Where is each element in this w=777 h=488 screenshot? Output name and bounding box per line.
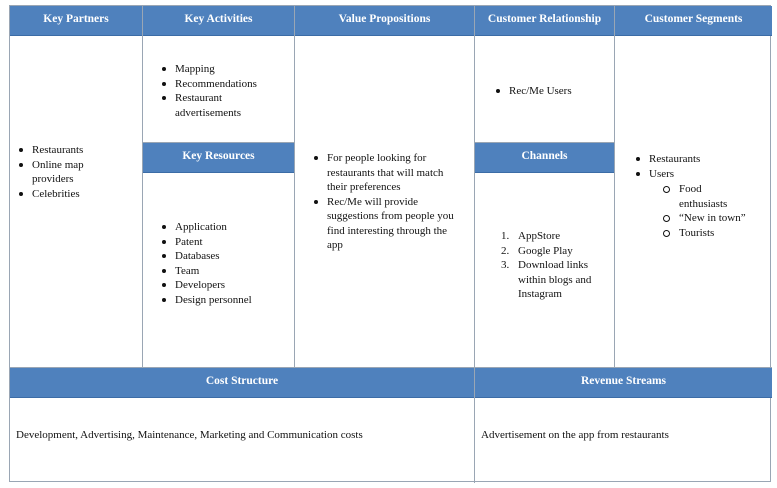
customer-relationship-list: Rec/Me Users xyxy=(487,84,614,99)
key-partners-block: Key Partners Restaurants Online map prov… xyxy=(10,6,143,368)
list-item: Restaurants xyxy=(627,152,770,167)
list-number: 2. xyxy=(501,244,510,257)
key-resources-block: Key Resources Application Patent Databas… xyxy=(143,143,295,368)
list-item: Application xyxy=(153,220,294,235)
list-number: 1. xyxy=(501,230,510,242)
list-text: Download links within blogs and Instagra… xyxy=(518,259,592,300)
list-item: Online map providers xyxy=(10,158,138,187)
value-propositions-list: For people looking for restaurants that … xyxy=(305,151,454,253)
list-item: 3. Download links within blogs and Instag… xyxy=(495,258,608,302)
list-text: AppStore xyxy=(518,230,561,242)
list-item: 2. Google Play xyxy=(495,244,608,259)
key-activities-header: Key Activities xyxy=(143,6,294,36)
sub-list-item: “New in town” xyxy=(649,211,770,226)
value-propositions-header: Value Propositions xyxy=(295,6,474,36)
sub-list-item: Tourists xyxy=(649,226,770,241)
list-item: Mapping xyxy=(153,62,286,77)
list-item: For people looking for restaurants that … xyxy=(305,151,454,195)
channels-list: 1. AppStore 2. Google Play 3. Download link… xyxy=(495,229,608,302)
sub-list-item: Food enthusiasts xyxy=(649,182,770,211)
list-item: Patent xyxy=(153,235,294,250)
channels-header: Channels xyxy=(475,143,614,173)
key-activities-list: Mapping Recommendations Restaurant adver… xyxy=(153,62,286,120)
customer-segments-block: Customer Segments Restaurants Users Food… xyxy=(615,6,772,368)
list-item: Team xyxy=(153,264,294,279)
list-item: 1. AppStore xyxy=(495,229,608,244)
channels-block: Channels 1. AppStore 2. Google Play 3. Down… xyxy=(475,143,615,368)
revenue-streams-block: Revenue Streams Advertisement on the app… xyxy=(475,368,772,483)
key-partners-list: Restaurants Online map providers Celebri… xyxy=(10,143,138,201)
list-number: 3. xyxy=(501,259,510,271)
list-item: Design personnel xyxy=(153,293,294,308)
list-item: Restaurant advertisements xyxy=(153,91,286,120)
customer-segments-list: Restaurants Users Food enthusiasts “New … xyxy=(627,152,770,240)
list-item: Celebrities xyxy=(10,187,138,202)
key-resources-list: Application Patent Databases Team Develo… xyxy=(153,220,294,307)
cost-structure-header: Cost Structure xyxy=(10,368,474,398)
list-item: Users Food enthusiasts “New in town” Tou… xyxy=(627,167,770,241)
revenue-streams-header: Revenue Streams xyxy=(475,368,772,398)
customer-relationship-block: Customer Relationship Rec/Me Users xyxy=(475,6,615,143)
key-partners-header: Key Partners xyxy=(10,6,142,36)
value-propositions-block: Value Propositions For people looking fo… xyxy=(295,6,475,368)
list-item: Developers xyxy=(153,278,294,293)
list-item: Rec/Me will provide suggestions from peo… xyxy=(305,195,454,253)
key-activities-block: Key Activities Mapping Recommendations R… xyxy=(143,6,295,143)
business-model-canvas: Key Partners Restaurants Online map prov… xyxy=(9,5,772,483)
key-resources-header: Key Resources xyxy=(143,143,294,173)
list-item: Restaurants xyxy=(10,143,138,158)
revenue-streams-text: Advertisement on the app from restaurant… xyxy=(481,429,669,441)
users-sub-list: Food enthusiasts “New in town” Tourists xyxy=(649,182,770,240)
list-item: Recommendations xyxy=(153,77,286,92)
customer-segments-header: Customer Segments xyxy=(615,6,772,36)
list-text: Google Play xyxy=(518,244,573,257)
customer-relationship-header: Customer Relationship xyxy=(475,6,614,36)
list-item: Databases xyxy=(153,249,294,264)
list-text: Users xyxy=(649,167,675,180)
cost-structure-block: Cost Structure Development, Advertising,… xyxy=(10,368,475,483)
list-item: Rec/Me Users xyxy=(487,84,614,99)
cost-structure-text: Development, Advertising, Maintenance, M… xyxy=(16,429,363,441)
